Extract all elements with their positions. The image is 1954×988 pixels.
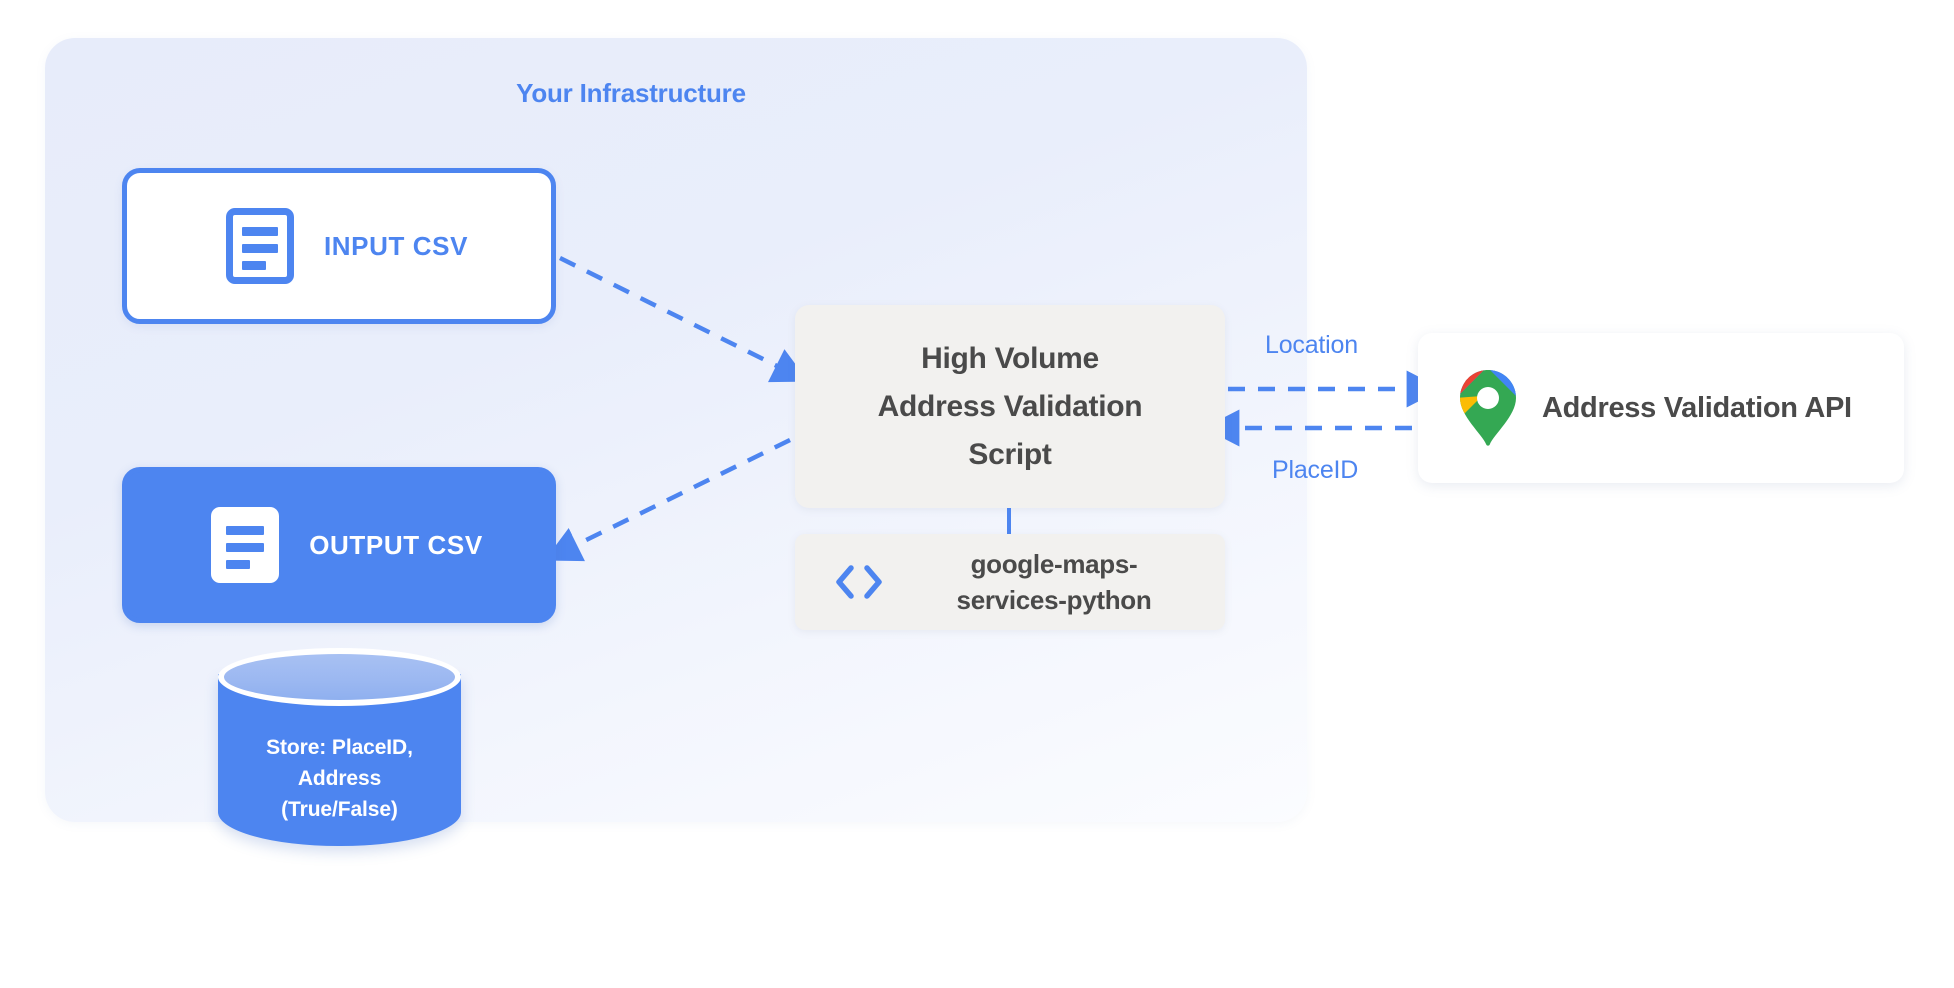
node-script[interactable]: High Volume Address Validation Script (795, 305, 1225, 508)
node-address-validation-api[interactable]: Address Validation API (1418, 333, 1904, 483)
edge-label-placeid: PlaceID (1272, 456, 1359, 484)
database-line-1: Store: PlaceID, (266, 736, 413, 759)
infrastructure-title: Your Infrastructure (516, 78, 746, 108)
document-icon (211, 507, 280, 583)
node-database[interactable]: Store: PlaceID, Address (True/False) (218, 648, 461, 870)
node-library[interactable]: google-maps- services-python (795, 534, 1225, 630)
node-input-csv[interactable]: INPUT CSV (122, 168, 556, 324)
output-csv-label: OUTPUT CSV (309, 529, 483, 560)
code-brackets-icon (833, 562, 885, 602)
library-line-2: services-python (956, 585, 1152, 615)
database-line-3: (True/False) (281, 798, 398, 821)
library-line-1: google-maps- (970, 549, 1138, 579)
api-label: Address Validation API (1542, 391, 1852, 424)
document-icon (225, 208, 294, 284)
script-line-1: High Volume (921, 341, 1099, 375)
google-maps-pin-icon (1460, 370, 1516, 446)
input-csv-label: INPUT CSV (323, 230, 469, 261)
node-output-csv[interactable]: OUTPUT CSV (122, 467, 556, 623)
database-line-2: Address (297, 767, 382, 790)
database-label: Store: PlaceID, Address (True/False) (218, 732, 461, 825)
script-line-3: Script (968, 437, 1052, 471)
edge-label-location: Location (1265, 331, 1358, 359)
database-cylinder-top (218, 648, 461, 706)
script-line-2: Address Validation (877, 389, 1143, 423)
edge-script-to-library (1007, 508, 1011, 536)
library-label: google-maps- services-python (909, 546, 1199, 618)
